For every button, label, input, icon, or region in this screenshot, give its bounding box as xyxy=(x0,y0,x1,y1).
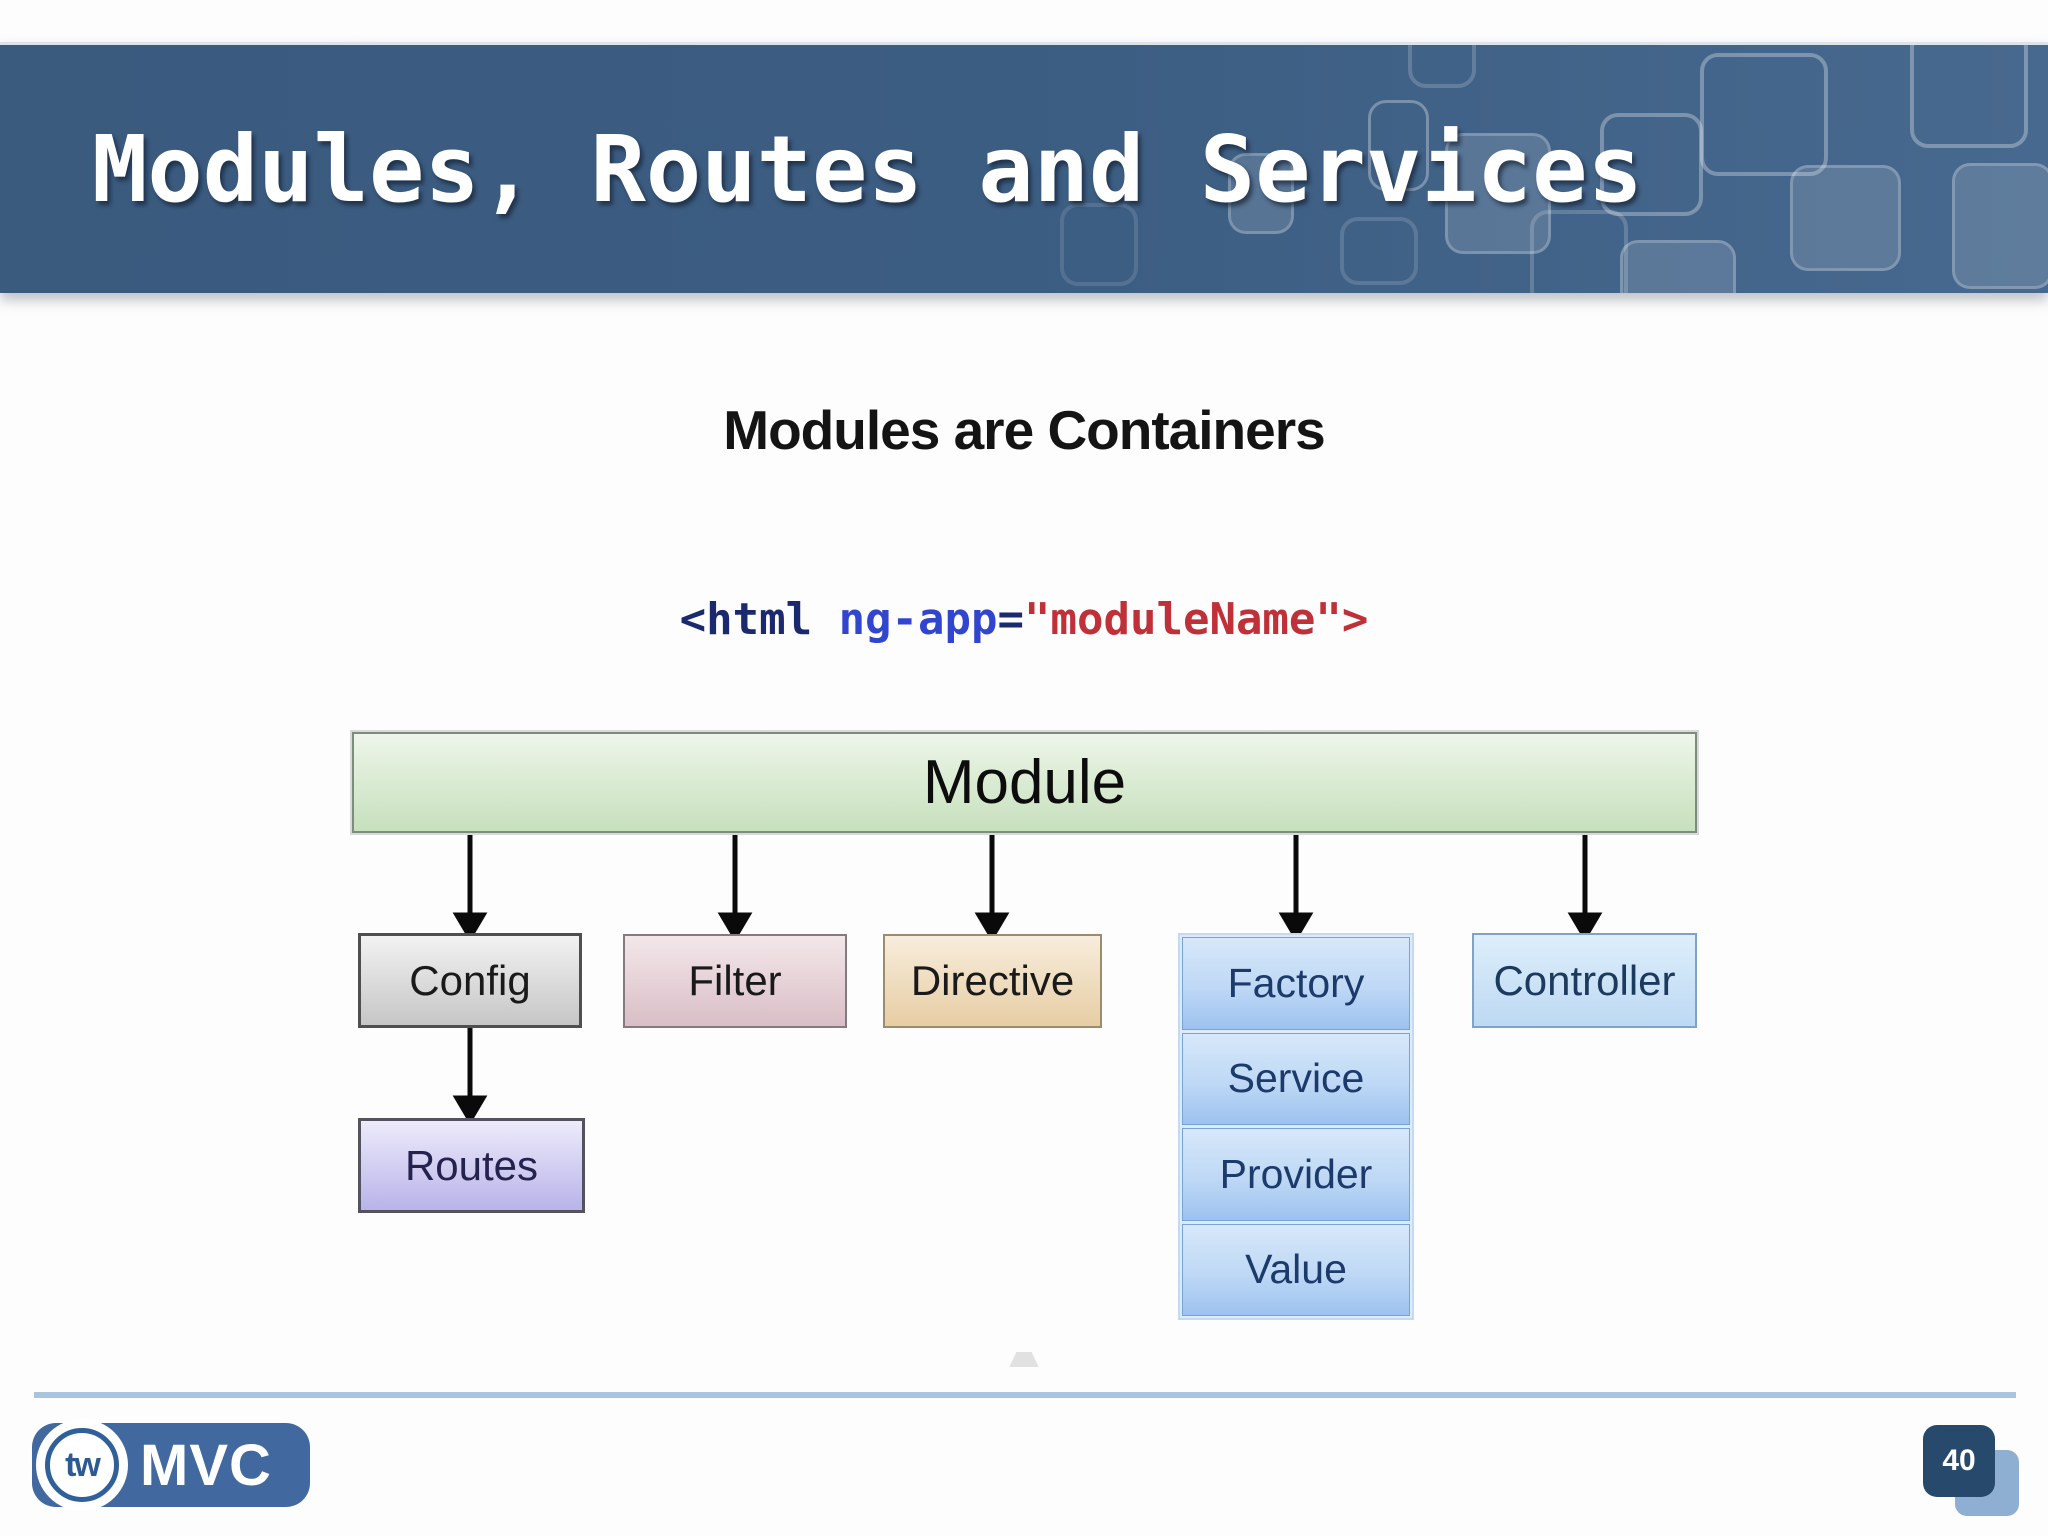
module-label: Module xyxy=(922,748,1127,817)
factory-stack: Factory Service Provider Value xyxy=(1178,933,1414,1320)
code-snippet: <html ng-app="moduleName"> xyxy=(0,594,2048,645)
config-label: Config xyxy=(409,956,531,1004)
code-tag-open: <html xyxy=(679,594,839,645)
deco-square xyxy=(1790,165,1901,271)
value-box: Value xyxy=(1182,1223,1410,1316)
deco-square xyxy=(1368,100,1429,191)
filter-box: Filter xyxy=(623,934,847,1028)
service-box: Service xyxy=(1182,1032,1410,1125)
deco-square xyxy=(1060,203,1138,286)
slide-header: Modules, Routes and Services xyxy=(0,42,2048,293)
factory-label: Factory xyxy=(1227,959,1365,1006)
deco-square xyxy=(1445,133,1551,254)
code-attr-name: ng-app xyxy=(838,594,998,645)
factory-box: Factory xyxy=(1182,937,1410,1030)
logo-circle-text: tw xyxy=(65,1445,101,1484)
provider-label: Provider xyxy=(1219,1150,1373,1197)
routes-box: Routes xyxy=(358,1118,585,1213)
code-equals: = xyxy=(997,594,1025,645)
deco-square xyxy=(1340,217,1418,285)
logo-brand-text: MVC xyxy=(140,1432,272,1498)
service-label: Service xyxy=(1227,1055,1365,1102)
logo-circle: tw xyxy=(36,1419,128,1511)
ghost-artifact xyxy=(1009,1352,1039,1367)
config-box: Config xyxy=(358,933,582,1028)
provider-box: Provider xyxy=(1182,1128,1410,1221)
twmvc-logo: tw MVC xyxy=(32,1419,310,1511)
deco-square xyxy=(1910,45,2028,148)
module-box: Module xyxy=(352,732,1697,833)
diagram-heading: Modules are Containers xyxy=(723,399,1325,461)
deco-square xyxy=(1700,53,1828,176)
deco-square xyxy=(1952,163,2048,289)
deco-square xyxy=(1620,240,1736,293)
slide-title: Modules, Routes and Services xyxy=(92,115,1643,223)
page-number: 40 xyxy=(1942,1444,1976,1477)
deco-square xyxy=(1228,153,1294,234)
page-number-badge: 40 xyxy=(1923,1425,1995,1497)
value-label: Value xyxy=(1245,1246,1347,1293)
controller-box: Controller xyxy=(1472,933,1697,1028)
directive-box: Directive xyxy=(883,934,1102,1028)
logo-tw-monogram: tw xyxy=(45,1428,119,1502)
filter-label: Filter xyxy=(688,957,782,1004)
deco-square xyxy=(1408,45,1476,88)
directive-label: Directive xyxy=(910,957,1075,1004)
footer-divider xyxy=(34,1392,2016,1398)
routes-label: Routes xyxy=(404,1141,539,1189)
controller-label: Controller xyxy=(1493,956,1676,1004)
code-attr-value: "moduleName"> xyxy=(1024,594,1369,645)
